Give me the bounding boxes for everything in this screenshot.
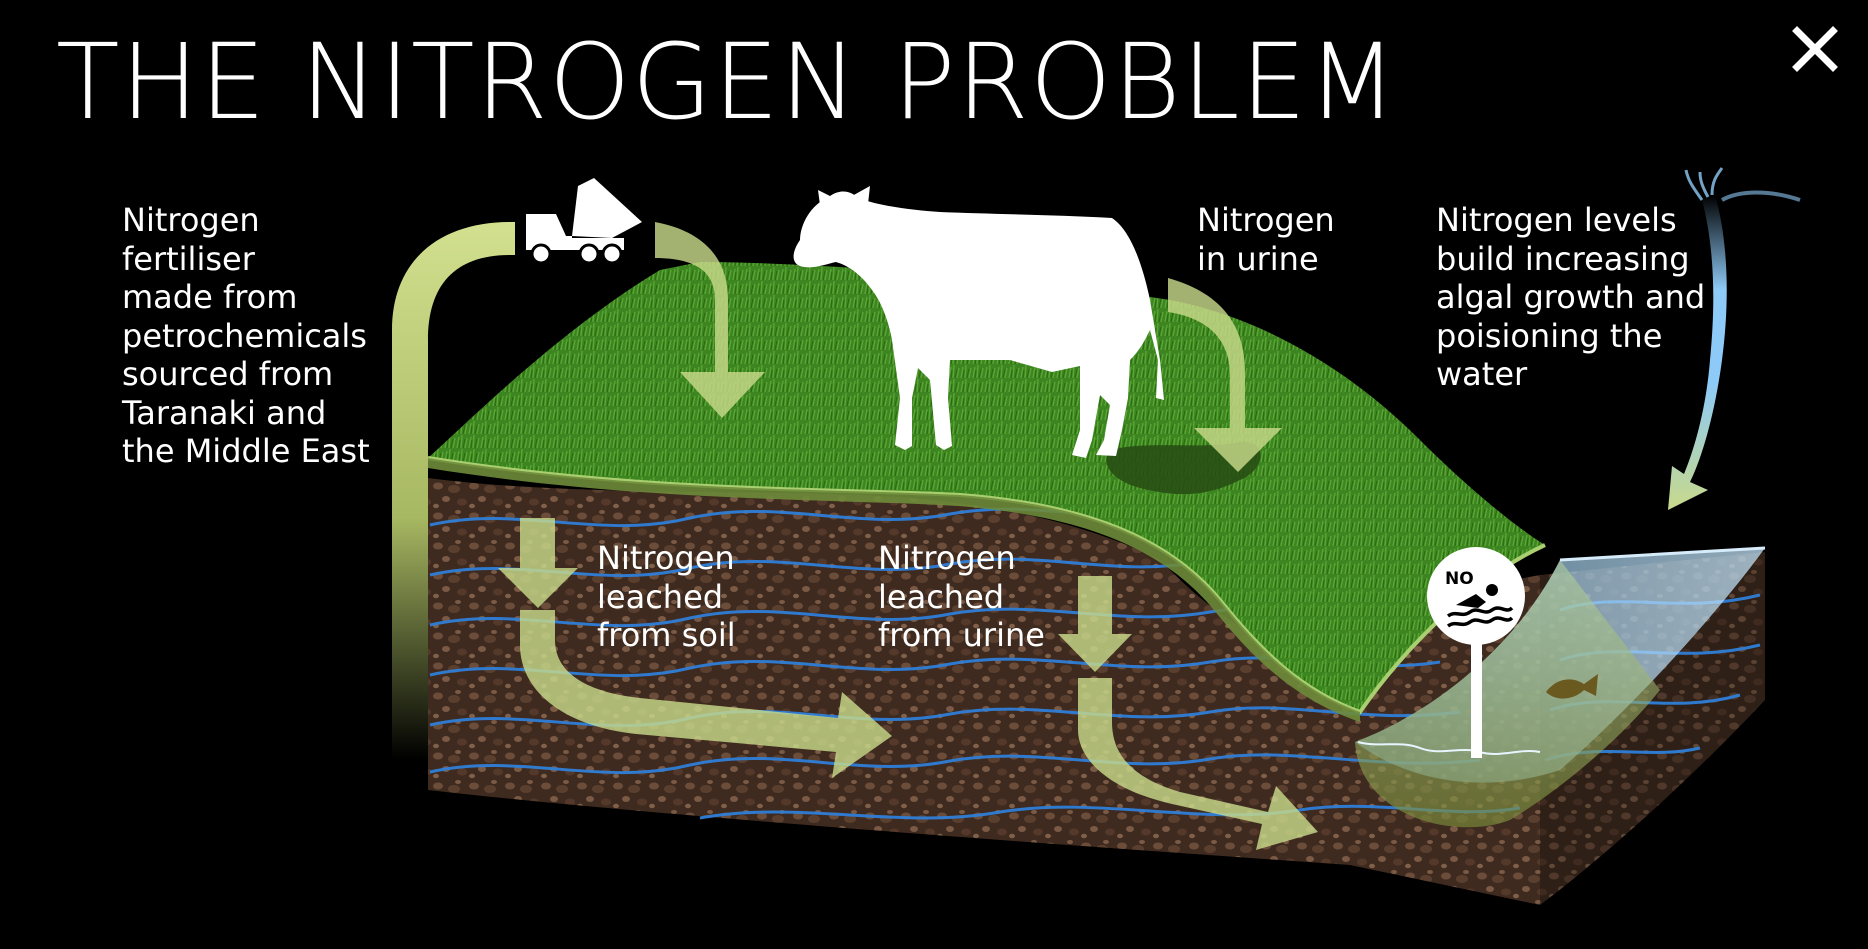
label-urine: Nitrogen in urine [1197, 201, 1335, 278]
label-line: the Middle East [122, 432, 370, 470]
label-line: from soil [597, 616, 736, 654]
page-title: THE NITROGEN PROBLEM [56, 21, 1399, 143]
fish-icon [1546, 674, 1598, 699]
fertiliser-spread-arrow [655, 222, 765, 418]
label-line: poisioning the [1436, 316, 1663, 355]
label-leached-soil: Nitrogen leached from soil [597, 539, 736, 655]
urine-leach-arrow [1058, 576, 1318, 850]
label-line: Nitrogen [597, 539, 735, 577]
soil-leach-arrow [498, 518, 892, 778]
label-line: made from [122, 278, 298, 316]
label-nitrogen-levels: Nitrogen levels build increasing algal g… [1436, 201, 1705, 394]
urine-arrow [1168, 278, 1282, 472]
close-button[interactable] [1788, 22, 1842, 76]
tipper-truck-icon [526, 178, 642, 265]
label-line: fertiliser [122, 239, 255, 278]
label-line: leached [597, 577, 724, 616]
label-line: Nitrogen [878, 539, 1016, 577]
label-line: Nitrogen [122, 201, 260, 239]
label-line: from urine [878, 616, 1045, 654]
fertiliser-arrow [392, 222, 515, 760]
label-line: water [1436, 355, 1528, 393]
label-line: Nitrogen levels [1436, 201, 1677, 239]
label-line: Taranaki and [122, 393, 327, 432]
label-leached-urine: Nitrogen leached from urine [878, 539, 1045, 655]
stream [1355, 546, 1766, 828]
label-line: in urine [1197, 239, 1319, 278]
runoff-arrow [1668, 167, 1801, 510]
no-swimming-sign: NO [1427, 547, 1525, 758]
label-line: petrochemicals [122, 316, 367, 355]
label-line: algal growth and [1436, 278, 1706, 316]
label-fertiliser: Nitrogen fertiliser made from petrochemi… [122, 201, 370, 471]
label-line: Nitrogen [1197, 201, 1335, 239]
label-line: build increasing [1436, 239, 1690, 278]
no-swimming-icon [1446, 584, 1514, 628]
label-line: sourced from [122, 355, 334, 393]
cow-silhouette [793, 186, 1164, 458]
no-sign-text: NO [1445, 569, 1474, 589]
close-icon [1792, 26, 1838, 72]
label-line: leached [878, 577, 1005, 616]
